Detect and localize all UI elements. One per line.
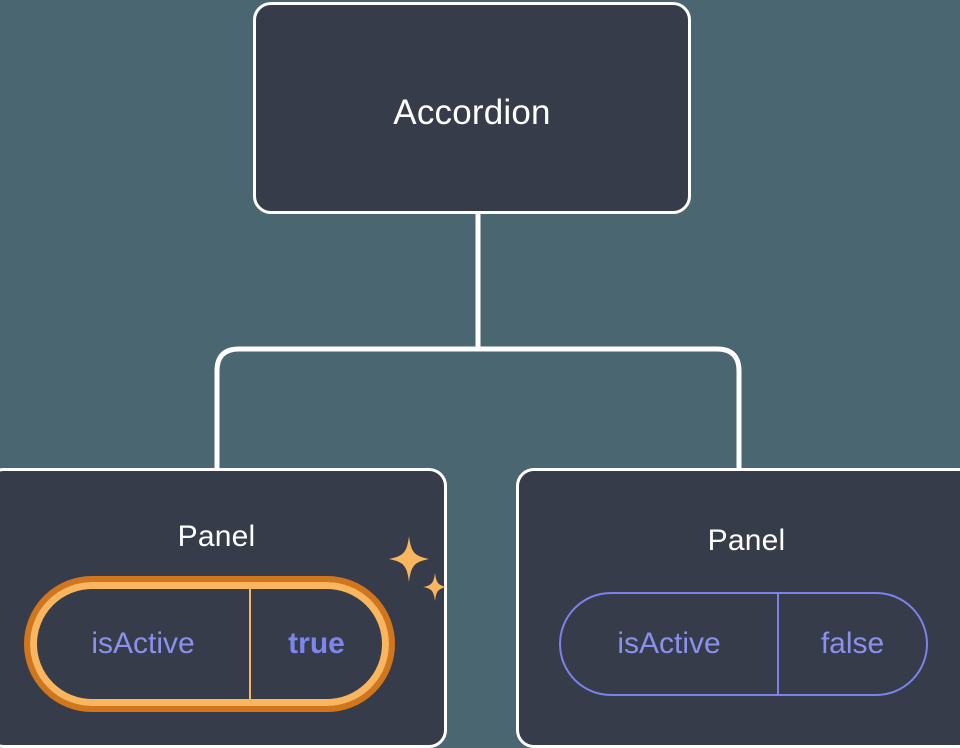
- prop-pill-inner-ring: isActive true: [30, 582, 389, 706]
- prop-pill-isactive-false[interactable]: isActive false: [559, 592, 928, 696]
- node-panel-active-label: Panel: [177, 520, 256, 553]
- node-panel-inactive[interactable]: Panel isActive false: [516, 468, 960, 748]
- prop-key: isActive: [91, 627, 195, 660]
- node-panel-inactive-label: Panel: [707, 524, 786, 557]
- node-panel-active[interactable]: Panel isActive true: [0, 468, 447, 748]
- prop-key: isActive: [617, 627, 721, 660]
- node-accordion[interactable]: Accordion: [253, 2, 691, 214]
- node-accordion-label: Accordion: [393, 93, 551, 132]
- prop-pill-isactive-true[interactable]: isActive true: [24, 576, 395, 712]
- prop-value: true: [249, 589, 382, 699]
- prop-value: false: [777, 594, 926, 694]
